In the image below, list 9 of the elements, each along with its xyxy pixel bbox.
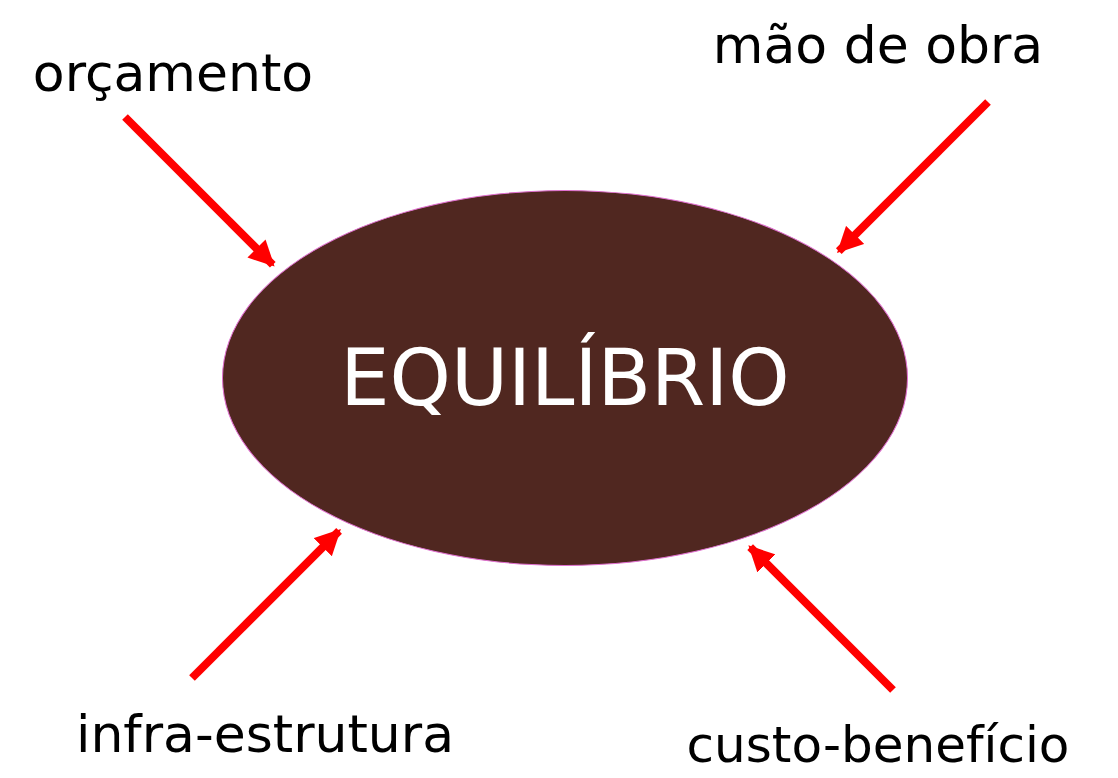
node-label: infra-estrutura — [25, 700, 505, 768]
node-label: mão de obra — [688, 12, 1068, 78]
arrow — [122, 114, 276, 268]
arrow — [189, 528, 342, 681]
arrow — [835, 99, 991, 255]
arrow — [747, 544, 896, 693]
node-label: custo-benefício — [640, 712, 1116, 778]
ellipse-node: EQUILÍBRIO — [222, 190, 908, 566]
node-label: orçamento — [8, 40, 338, 106]
